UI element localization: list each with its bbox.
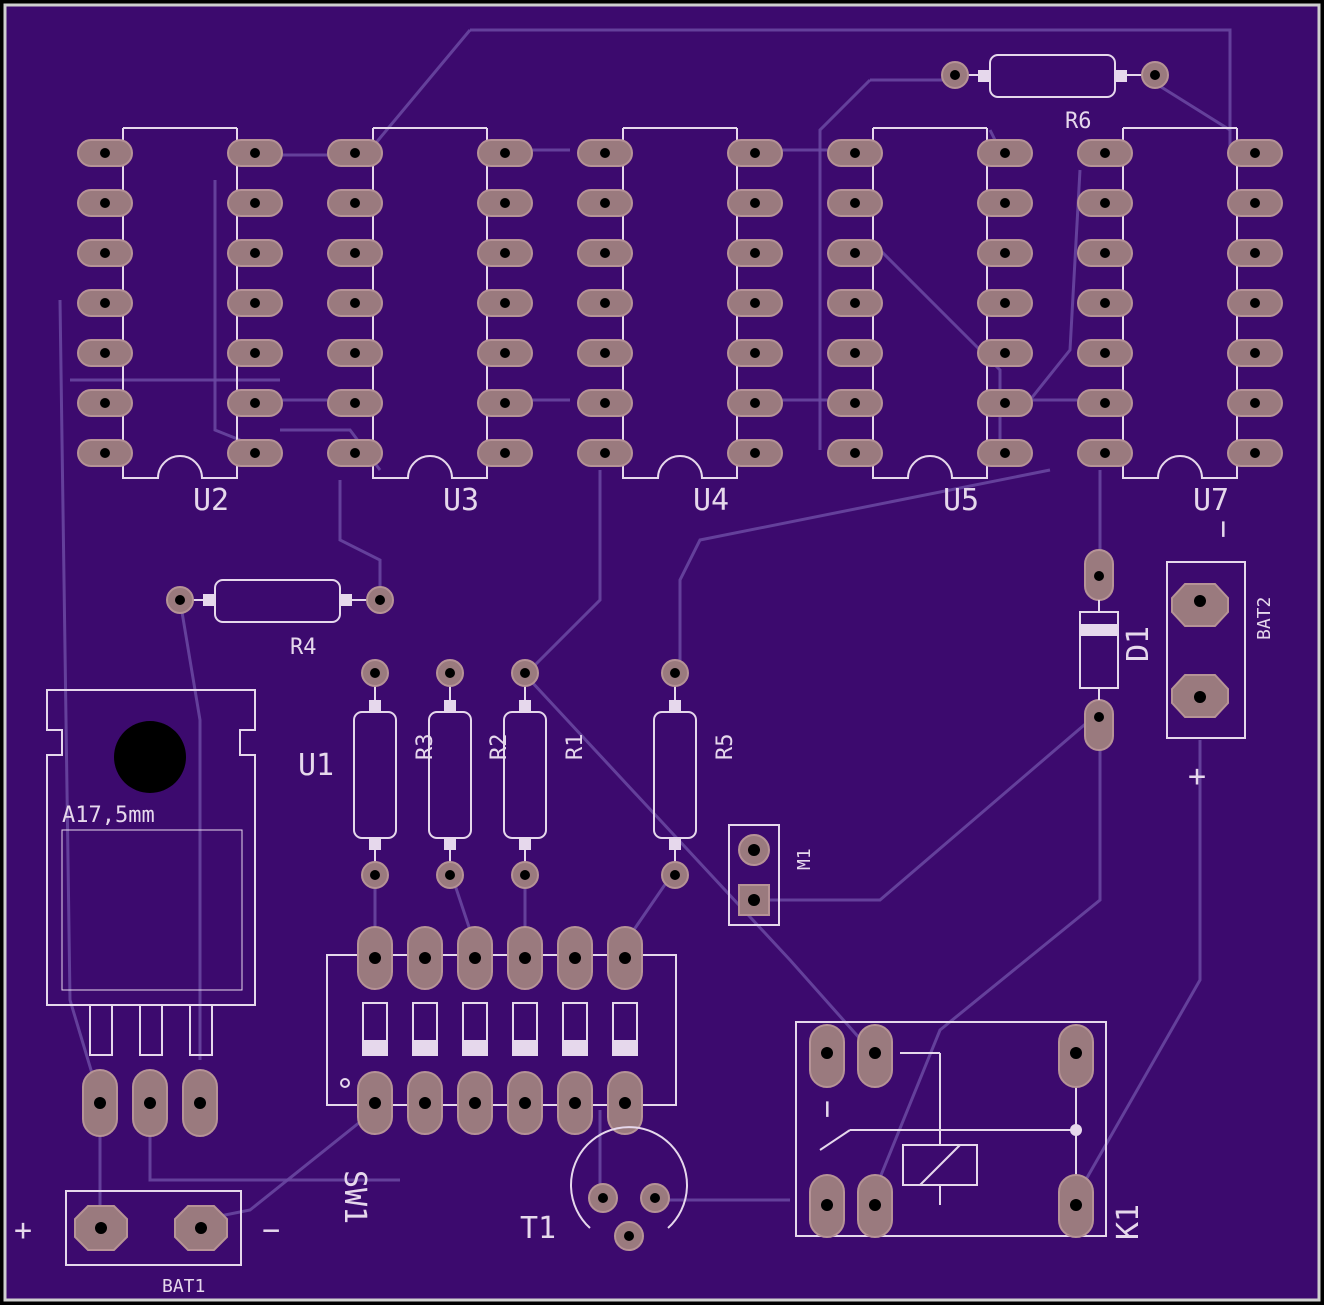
u1-label: U1 — [298, 748, 334, 783]
u3-label: U3 — [443, 483, 479, 518]
resistor-r4[interactable]: R4 — [166, 579, 394, 660]
resistor-vertical-3[interactable] — [503, 659, 547, 889]
diode-d1[interactable]: D1 — [1079, 549, 1156, 751]
trace-layer — [58, 28, 1232, 1222]
r1-label: R1 — [563, 734, 588, 761]
resistor-r6[interactable]: R6 — [941, 54, 1169, 134]
r6-label: R6 — [1065, 109, 1092, 134]
vertical-resistors — [353, 659, 697, 889]
ic-u4[interactable]: U4 — [577, 127, 783, 518]
heatsink-label: A17,5mm — [62, 803, 155, 828]
transistor-t1[interactable]: T1 — [520, 1126, 688, 1251]
bat1-minus: − — [262, 1213, 280, 1248]
bat2-plus: + — [1188, 759, 1206, 794]
resistor-vertical-1[interactable] — [353, 659, 397, 889]
battery-bat2[interactable]: BAT2 − + — [1166, 520, 1275, 794]
resistor-vertical-4[interactable] — [653, 659, 697, 889]
r3-label: R3 — [413, 734, 438, 761]
bat2-minus: − — [1206, 520, 1241, 538]
d1-label: D1 — [1121, 626, 1156, 662]
bat1-plus: + — [14, 1213, 32, 1248]
u4-label: U4 — [693, 483, 729, 518]
k1-label: K1 — [1111, 1204, 1146, 1240]
ic-u7[interactable]: U7 — [1077, 127, 1283, 518]
u2-label: U2 — [193, 483, 229, 518]
u5-label: U5 — [943, 483, 979, 518]
dip-switch-sw1[interactable]: SW1 — [326, 926, 677, 1224]
r4-label: R4 — [290, 635, 317, 660]
ic-u5[interactable]: U5 — [827, 127, 1033, 518]
m1-label: M1 — [794, 848, 815, 870]
r2-label: R2 — [487, 734, 512, 761]
connector-m1[interactable]: M1 — [728, 824, 815, 926]
ic-u3[interactable]: U3 — [327, 127, 533, 518]
k1-minus: − — [810, 1100, 845, 1118]
u7-label: U7 — [1193, 483, 1229, 518]
board-outline — [3, 3, 1321, 1302]
bat1-label: BAT1 — [162, 1276, 205, 1297]
battery-bat1[interactable]: BAT1 + − — [14, 1190, 280, 1297]
bat2-label: BAT2 — [1254, 597, 1275, 640]
relay-k1[interactable]: K1 − — [795, 1021, 1146, 1240]
mounting-hole — [114, 721, 186, 793]
t1-label: T1 — [520, 1211, 556, 1246]
resistor-vertical-2[interactable] — [428, 659, 472, 889]
regulator-u1[interactable]: U1 A17,5mm — [46, 689, 334, 1137]
ic-layer: U2 U3 U4 U5 U7 — [77, 127, 1283, 518]
r5-label: R5 — [713, 734, 738, 761]
sw1-label: SW1 — [337, 1170, 372, 1224]
ic-u2[interactable]: U2 — [77, 127, 283, 518]
